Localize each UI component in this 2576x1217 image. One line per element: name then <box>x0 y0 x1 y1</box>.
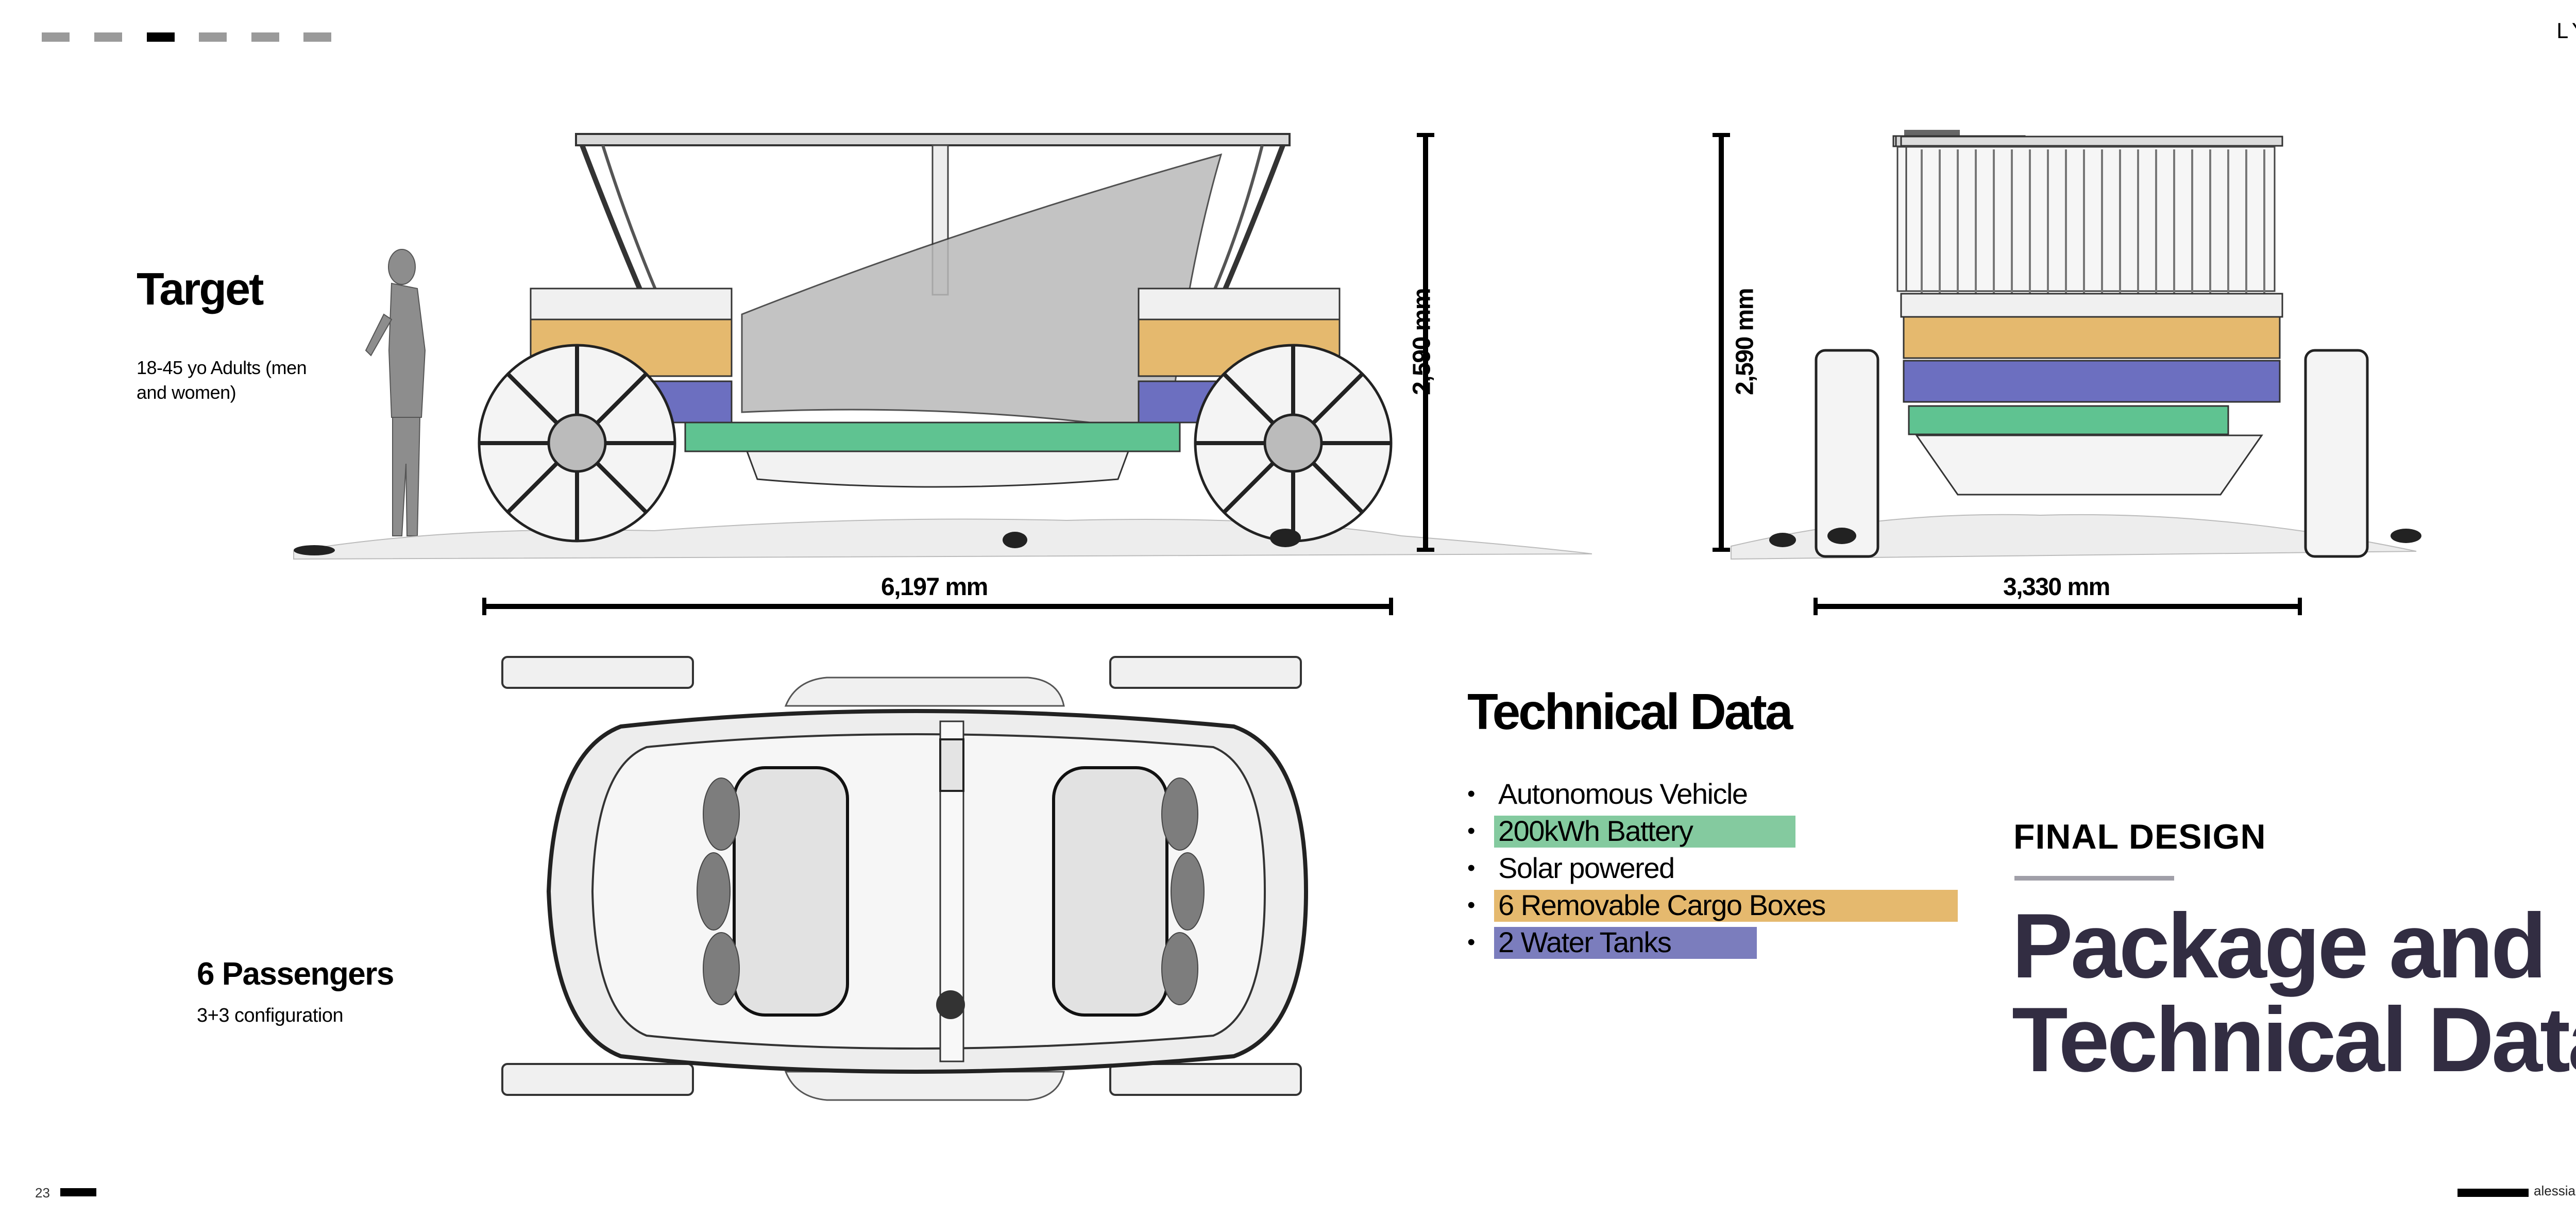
progress-dash-6[interactable] <box>303 32 331 42</box>
top-view-render <box>501 656 1309 1101</box>
wheel-top-rl <box>501 656 694 689</box>
lynk-co-logo: LYNK&CO <box>2556 20 2576 43</box>
width-dimension-line <box>1814 598 2302 615</box>
height-dimension-line-side <box>1417 133 1434 552</box>
section-title-line-2: Technical Data. <box>2012 988 2576 1091</box>
height-dimension-line-front <box>1713 133 1730 552</box>
progress-dash-1[interactable] <box>42 32 70 42</box>
human-figure-icon <box>365 249 426 536</box>
height-dimension-label-front: 2,590 mm <box>1731 289 1759 395</box>
tech-item-label: 200kWh Battery <box>1494 816 1795 848</box>
logo-text-left: LYNK <box>2556 20 2576 43</box>
progress-dash-3-active[interactable] <box>147 32 175 42</box>
tech-item-label: 2 Water Tanks <box>1494 927 1757 959</box>
target-heading: Target <box>137 263 264 314</box>
page-number: 23 <box>35 1185 50 1201</box>
passengers-description: 3+3 configuration <box>197 1005 344 1026</box>
tech-item-solar: • Solar powered <box>1463 850 1958 887</box>
side-view-render <box>293 133 1592 560</box>
tech-item-label: Autonomous Vehicle <box>1498 777 1748 810</box>
seat-bench-front <box>1052 766 1168 1017</box>
solar-roof <box>575 133 1291 146</box>
target-description: 18-45 yo Adults (men and women) <box>137 357 307 403</box>
battery-pack-front <box>1908 405 2229 435</box>
battery-pack <box>684 421 1181 452</box>
section-title: Package and Technical Data. <box>2012 899 2576 1087</box>
wheel-left-front <box>1815 349 1879 558</box>
wheel-rear <box>478 344 676 543</box>
water-tanks-front <box>1903 360 2281 403</box>
section-title-line-1: Package and <box>2012 894 2547 997</box>
length-dimension-line <box>482 598 1393 615</box>
wheel-front <box>1194 344 1393 543</box>
tech-item-cargo: • 6 Removable Cargo Boxes <box>1463 887 1958 924</box>
ground-terrain <box>293 518 1592 560</box>
front-view-render <box>1731 130 2421 560</box>
footer-credit: alessia loreley ombrella <box>2534 1183 2576 1199</box>
technical-data-heading: Technical Data <box>1467 683 1793 740</box>
progress-dash-4[interactable] <box>199 32 227 42</box>
bullet-icon: • <box>1467 929 1475 955</box>
wheel-right-front <box>2304 349 2369 558</box>
bullet-icon: • <box>1467 892 1475 918</box>
progress-dash-2[interactable] <box>94 32 122 42</box>
bullet-icon: • <box>1467 818 1475 843</box>
wheel-top-fr <box>1109 1063 1302 1096</box>
cargo-boxes-front <box>1903 316 2281 359</box>
tech-item-label: 6 Removable Cargo Boxes <box>1494 890 1958 922</box>
technical-data-list: • Autonomous Vehicle • 200kWh Battery • Sol… <box>1463 775 1958 961</box>
section-kicker: FINAL DESIGN <box>2013 817 2266 856</box>
tech-item-water: • 2 Water Tanks <box>1463 924 1958 961</box>
canopy-fabric <box>741 153 1223 434</box>
height-dimension-label-side: 2,590 mm <box>1408 289 1436 395</box>
bullet-icon: • <box>1467 781 1475 806</box>
footer-author: alessia loreley <box>2534 1183 2576 1198</box>
seat-bench-rear <box>733 766 849 1017</box>
footer-bar <box>2458 1189 2529 1197</box>
plant-icon <box>936 990 965 1019</box>
wheel-top-fl <box>501 1063 694 1096</box>
progress-dash-5[interactable] <box>251 32 279 42</box>
section-divider <box>2014 876 2174 881</box>
width-dimension-label: 3,330 mm <box>2003 573 2110 601</box>
tech-item-battery: • 200kWh Battery <box>1463 813 1958 850</box>
tech-item-label: Solar powered <box>1498 852 1675 884</box>
page-number-bar <box>60 1188 96 1196</box>
bullet-icon: • <box>1467 855 1475 881</box>
tech-item-autonomous: • Autonomous Vehicle <box>1463 775 1958 813</box>
length-dimension-label: 6,197 mm <box>881 573 988 601</box>
passengers-heading: 6 Passengers <box>197 956 394 992</box>
wheel-top-rr <box>1109 656 1302 689</box>
